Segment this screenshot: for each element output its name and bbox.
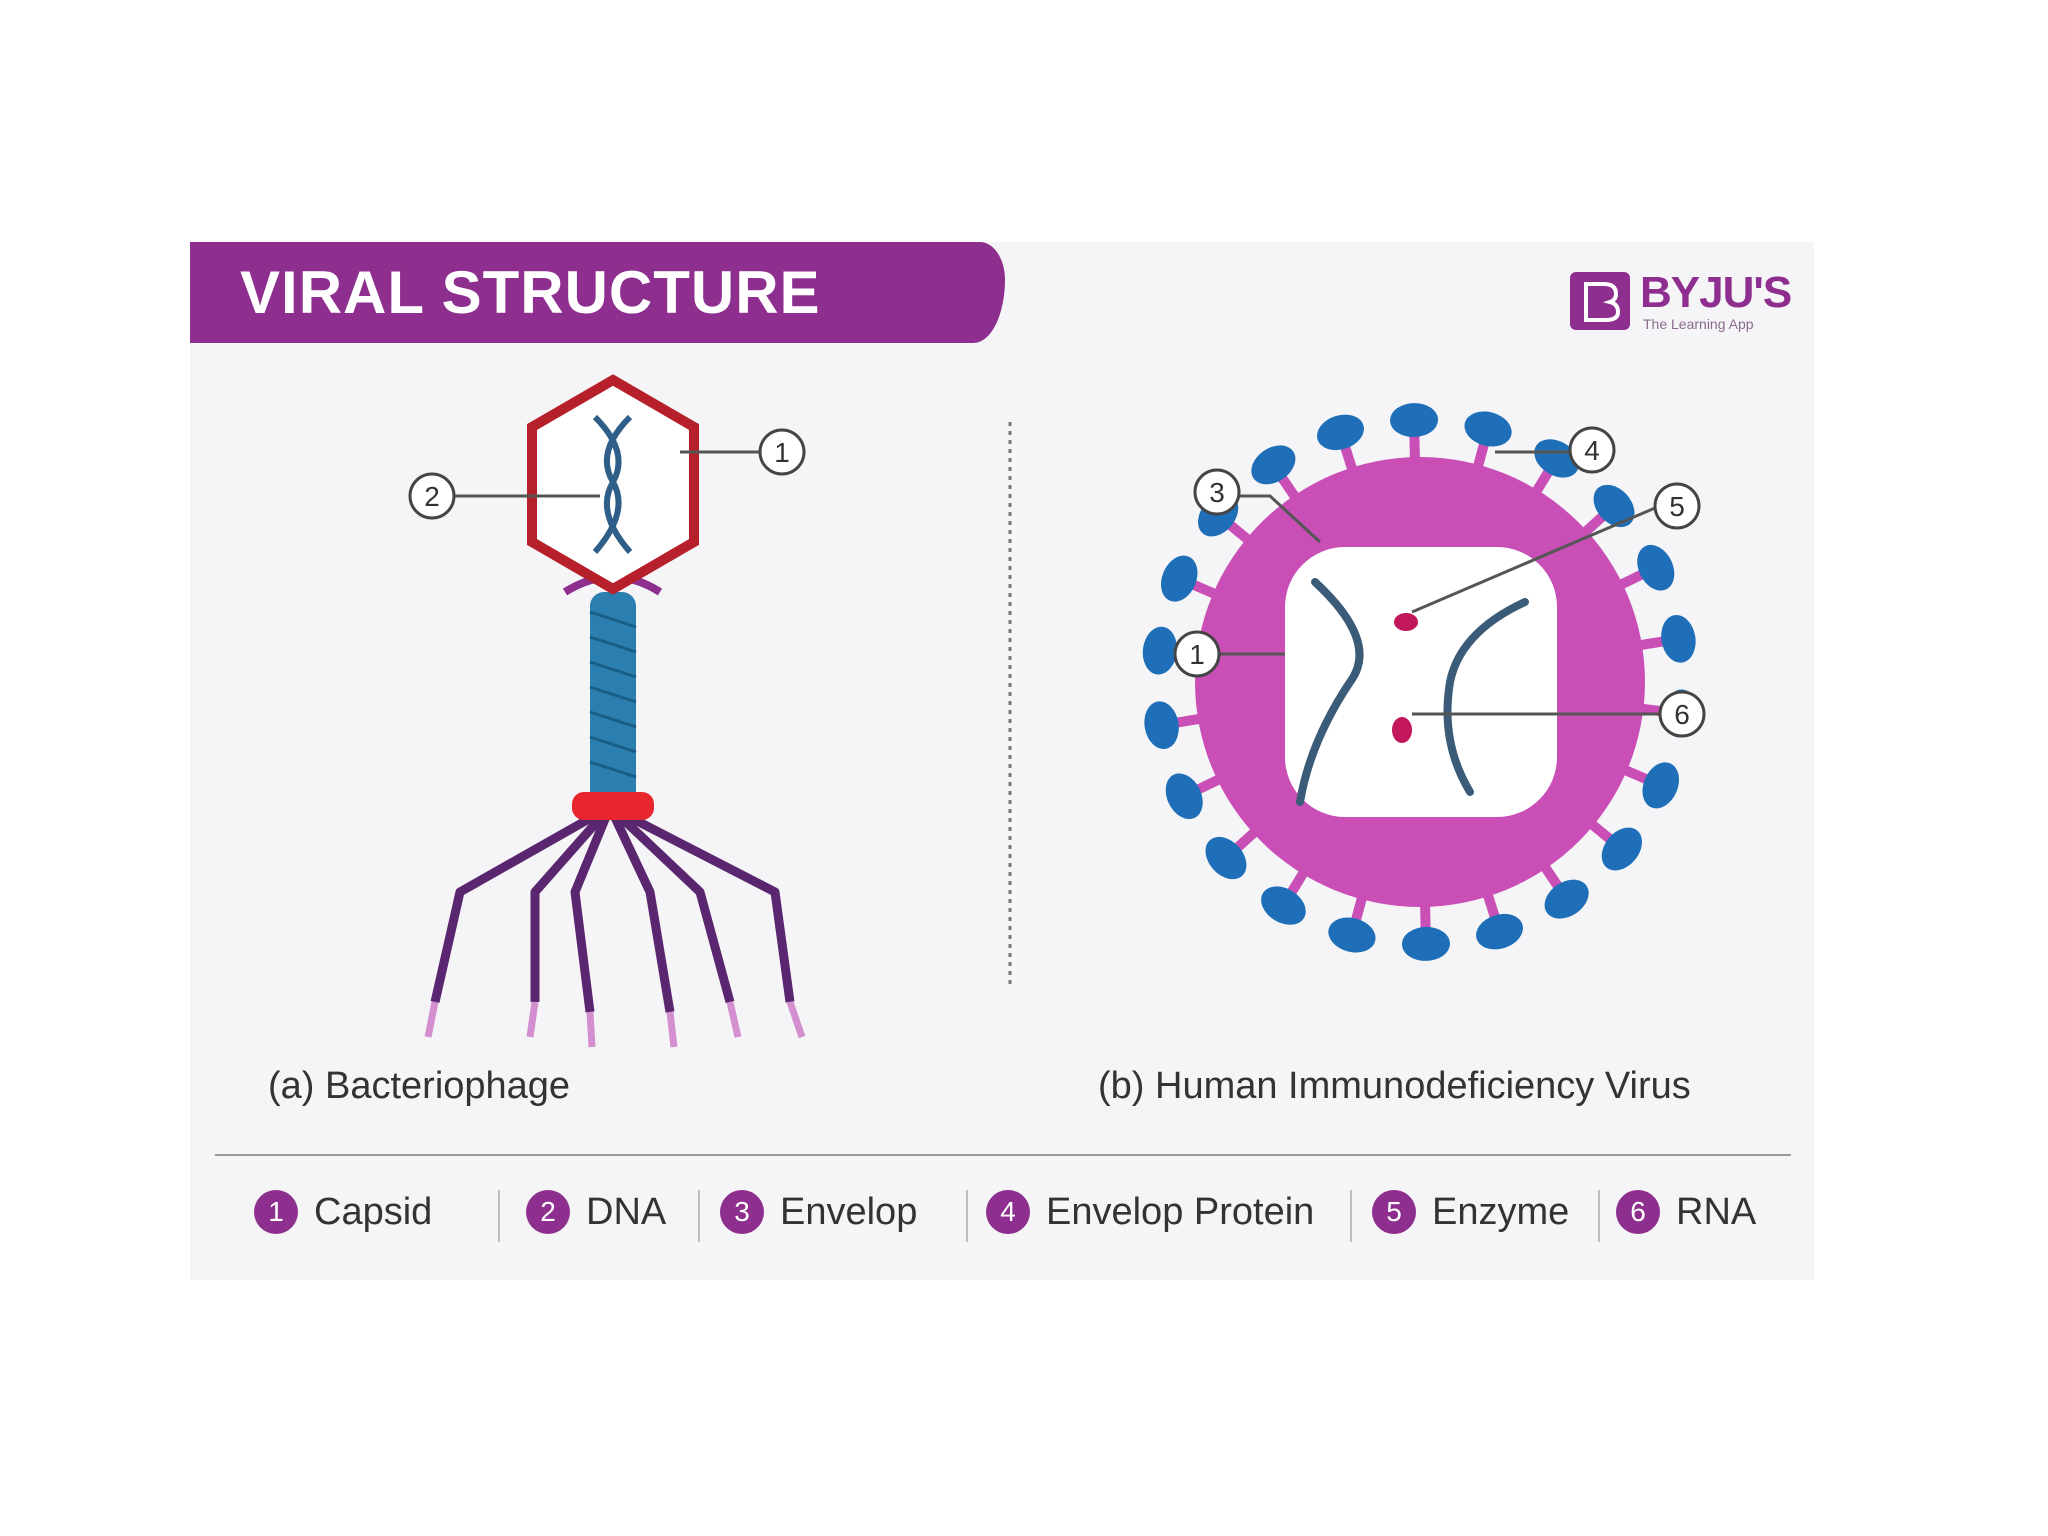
callout-marker: 5 [1653,482,1701,530]
virus-illustrations: 1 2 1 3 4 5 6 [408,374,1706,1048]
legend-separator [698,1190,700,1242]
callout-number: 1 [774,437,790,468]
legend-number-badge: 5 [1372,1190,1416,1234]
legend-label: DNA [586,1190,667,1233]
hiv-caption: (b) Human Immunodeficiency Virus [1098,1065,1691,1107]
brand-logo: BYJU'S The Learning App [1570,268,1810,338]
legend-separator [1598,1190,1600,1242]
legend-item-rna: 6 RNA [1616,1182,1756,1242]
brand-tagline: The Learning App [1643,316,1754,332]
hiv-illustration [1142,403,1698,961]
spike-head [1251,445,1296,485]
legend-number-badge: 4 [986,1190,1030,1234]
title-banner: VIRAL STRUCTURE [190,242,1005,343]
hiv-enzyme [1392,717,1412,743]
spike-head [1661,614,1696,663]
bacteriophage-illustration [424,374,806,1048]
legend-label: RNA [1676,1190,1757,1233]
callout-circle [758,428,806,476]
callout-circle [1653,482,1701,530]
callout-circle [408,472,456,520]
callout-marker: 2 [408,472,456,520]
hiv-enzyme [1394,613,1418,631]
legend-item-envelop-protein: 4 Envelop Protein [986,1182,1314,1242]
callout-circle [1193,468,1241,516]
callout-number: 2 [424,481,440,512]
spike-head [1165,773,1203,820]
phage-dna [592,414,633,554]
bacteriophage-caption: (a) Bacteriophage [268,1065,571,1107]
callout-number: 4 [1584,435,1600,466]
legend-number-badge: 3 [720,1190,764,1234]
legend-separator [966,1190,968,1242]
callout-circle [1173,630,1221,678]
legend-divider [215,1154,1791,1156]
legend-label: Envelop Protein [1046,1190,1315,1233]
spike-head [1261,886,1306,925]
tail-fibers [430,802,795,1013]
spike-head [1464,411,1512,447]
brand-name: BYJU'S [1640,268,1792,317]
spike-head [1144,701,1179,750]
spike-head [1544,879,1589,919]
spike-head [1593,484,1635,528]
callout-marker: 3 [1193,468,1241,516]
callout-circle [1658,690,1706,738]
spike-head [1401,926,1450,961]
callout-marker: 1 [1173,630,1221,678]
legend-number-badge: 2 [526,1190,570,1234]
callout-number: 1 [1189,639,1205,670]
legend-item-capsid: 1 Capsid [254,1182,432,1242]
tail-sheath [590,592,636,804]
callout-marker: 6 [1658,690,1706,738]
diagram-card: VIRAL STRUCTURE BYJU'S The Learning App [190,242,1814,1280]
callout-marker: 4 [1568,426,1616,474]
spike-head [1205,836,1247,880]
legend-label: Envelop [780,1190,918,1233]
callout-number: 6 [1674,699,1690,730]
legend-separator [498,1190,500,1242]
callout-marker: 1 [758,428,806,476]
envelope-protein-spikes [1142,403,1698,961]
callout-circle [1568,426,1616,474]
spike-head [1390,403,1439,438]
legend-number-badge: 1 [254,1190,298,1234]
legend-item-envelop: 3 Envelop [720,1182,917,1242]
spike-head [1601,827,1643,871]
legend-label: Capsid [314,1190,433,1233]
spike-head [1160,555,1198,602]
legend-item-enzyme: 5 Enzyme [1372,1182,1569,1242]
brand-mark-icon [1570,272,1630,330]
spike-head [1637,544,1675,591]
legend-separator [1350,1190,1352,1242]
fiber-tips [424,1000,806,1048]
hiv-capsid [1285,547,1557,817]
spike-head [1642,762,1680,809]
legend-label: Enzyme [1432,1190,1570,1233]
base-plate [572,792,654,820]
spike-head [1534,439,1579,478]
spike-head [1328,917,1376,953]
spike-head [1142,626,1178,675]
page-title: VIRAL STRUCTURE [240,259,821,326]
legend-number-badge: 6 [1616,1190,1660,1234]
callout-number: 5 [1669,491,1685,522]
callout-number: 3 [1209,477,1225,508]
legend-item-dna: 2 DNA [526,1182,666,1242]
hiv-rna [1296,578,1529,806]
spike-head [1476,913,1523,950]
spike-head [1317,414,1364,451]
